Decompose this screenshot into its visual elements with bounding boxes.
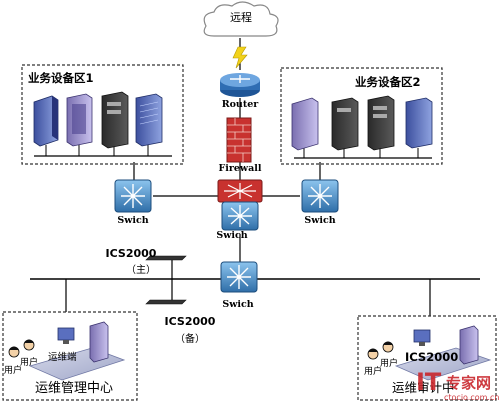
switch-right-label: Swich	[304, 215, 335, 226]
switch-left-label: Swich	[117, 215, 148, 226]
ics-backup-label: ICS2000	[165, 315, 216, 328]
watermark-brand: IT	[416, 368, 442, 396]
internet-label: 远程	[230, 11, 252, 24]
ics-right-label: ICS2000	[405, 350, 458, 364]
zone1-label: 业务设备区1	[28, 71, 94, 85]
watermark-logo: IT 专家网 ctocio.com.cn	[416, 368, 499, 402]
server-icon	[331, 97, 359, 151]
server-icon	[135, 93, 163, 147]
server-icon	[33, 95, 59, 147]
server-icon	[459, 325, 479, 365]
watermark-domain: ctocio.com.cn	[444, 393, 499, 402]
ics-main-device-icon	[145, 255, 187, 261]
ics-backup-device-icon	[145, 299, 187, 305]
server-icon	[89, 321, 109, 363]
user-icon	[382, 341, 394, 353]
switch-center-label: Swich	[216, 230, 247, 241]
router-icon	[220, 73, 260, 97]
firewall-label: Firewall	[219, 163, 262, 174]
core-switch-icon	[217, 179, 263, 231]
server-icon	[367, 95, 395, 151]
user-d-label: 用户	[364, 365, 382, 377]
internet-cloud: 远程	[203, 1, 279, 37]
watermark-text: 专家网	[446, 374, 491, 392]
ops-center-box: 运维端 用户 用户 运维管理中心	[2, 311, 138, 401]
workstation-icon	[57, 327, 75, 344]
switch-icon	[220, 261, 258, 293]
ics-main-sub-label: （主）	[126, 264, 156, 276]
cloud-shape	[203, 1, 279, 37]
switch-icon	[114, 179, 152, 213]
user-icon	[367, 348, 379, 360]
user-a-label: 用户	[20, 356, 38, 368]
user-b-label: 用户	[4, 364, 22, 376]
ops-right-label: 运维审计中	[392, 380, 455, 395]
zone2-box: 业务设备区2	[280, 67, 443, 165]
ops-right-box: 用户 用户 ICS2000 运维审计中	[357, 315, 497, 401]
ops-center-label: 运维管理中心	[35, 381, 113, 396]
server-icon	[405, 97, 433, 149]
server-icon	[101, 91, 129, 149]
firewall-icon	[226, 117, 252, 163]
zone2-label: 业务设备区2	[355, 75, 421, 89]
switch-icon	[301, 179, 339, 213]
ops-terminal-label: 运维端	[48, 351, 77, 363]
server-icon	[66, 93, 93, 147]
server-icon	[291, 97, 319, 151]
lightning-icon	[232, 46, 248, 69]
ics-main-label: ICS2000	[106, 247, 157, 260]
ics-backup-sub-label: （备）	[175, 332, 205, 345]
user-icon	[8, 346, 20, 358]
switch-bottom-label: Swich	[222, 299, 253, 310]
workstation-icon	[413, 329, 431, 346]
ops-platform	[28, 347, 126, 381]
zone1-box: 业务设备区1	[21, 64, 184, 165]
user-c-label: 用户	[380, 357, 398, 369]
user-icon	[23, 339, 35, 351]
router-label: Router	[222, 99, 260, 110]
